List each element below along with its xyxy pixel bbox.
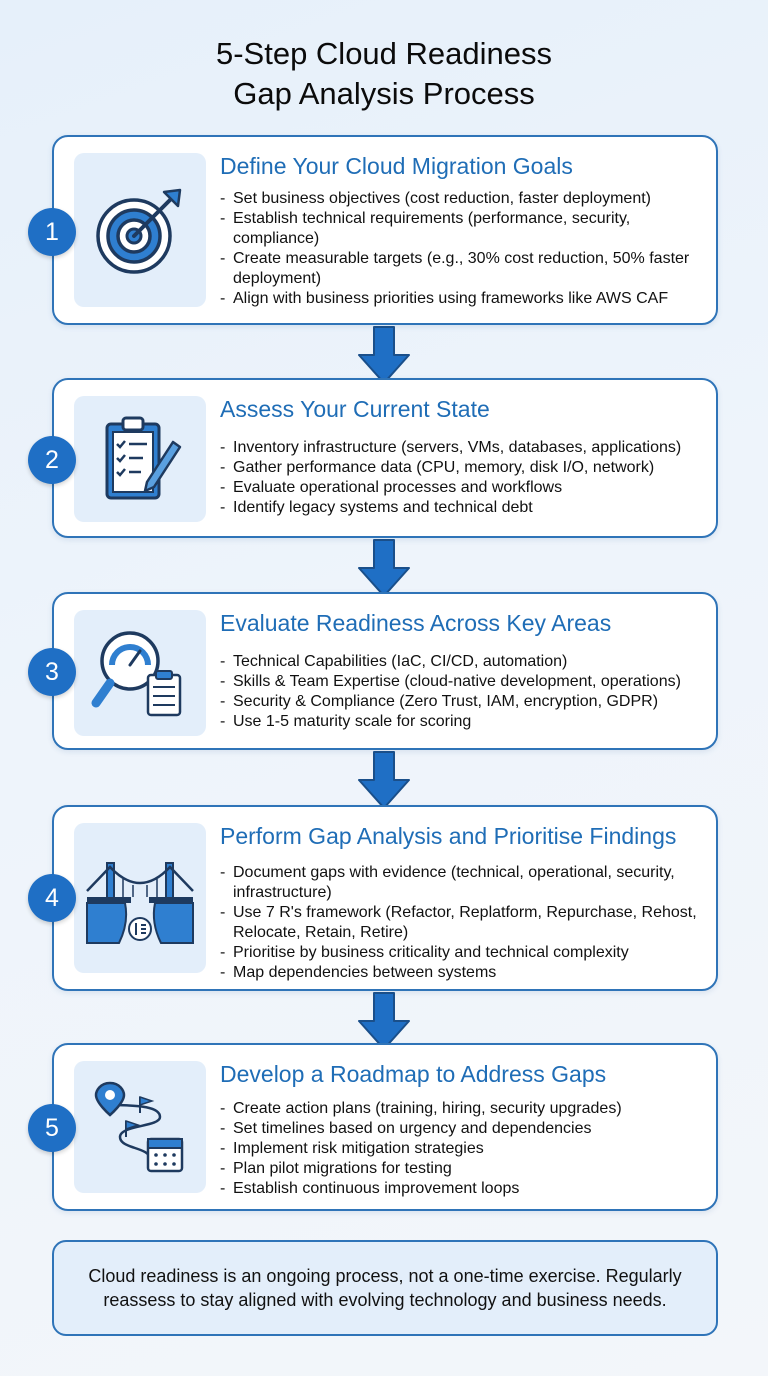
step-2-bullets: Inventory infrastructure (servers, VMs, … xyxy=(220,438,706,518)
step-3-icon-box xyxy=(74,610,206,736)
title-line-1: 5-Step Cloud Readiness xyxy=(215,36,553,71)
list-item: Gather performance data (CPU, memory, di… xyxy=(220,458,706,478)
arrow-down-icon xyxy=(358,751,410,809)
target-icon xyxy=(96,188,182,274)
list-item: Plan pilot migrations for testing xyxy=(220,1159,706,1179)
bridge-gap-icon xyxy=(86,862,194,944)
step-number-badge-5: 5 xyxy=(28,1104,76,1152)
magnifier-gauge-icon xyxy=(91,631,182,717)
step-1-icon-box xyxy=(74,153,206,307)
step-card-1: Define Your Cloud Migration Goals Set bu… xyxy=(52,135,718,325)
step-3-heading: Evaluate Readiness Across Key Areas xyxy=(220,610,612,636)
step-3-bullets: Technical Capabilities (IaC, CI/CD, auto… xyxy=(220,652,706,732)
list-item: Establish continuous improvement loops xyxy=(220,1179,706,1199)
step-number-badge-1: 1 xyxy=(28,208,76,256)
arrow-down-icon xyxy=(358,992,410,1050)
roadmap-icon xyxy=(94,1081,184,1173)
list-item: Create action plans (training, hiring, s… xyxy=(220,1099,706,1119)
list-item: Map dependencies between systems xyxy=(220,963,706,983)
step-1-heading: Define Your Cloud Migration Goals xyxy=(220,153,573,179)
list-item: Create measurable targets (e.g., 30% cos… xyxy=(220,249,706,289)
arrow-down-icon xyxy=(358,326,410,384)
step-2-icon-box xyxy=(74,396,206,522)
arrow-down-icon xyxy=(358,539,410,597)
step-card-5: Develop a Roadmap to Address Gaps Create… xyxy=(52,1043,718,1211)
list-item: Prioritise by business criticality and t… xyxy=(220,943,706,963)
step-number-badge-3: 3 xyxy=(28,648,76,696)
list-item: Set business objectives (cost reduction,… xyxy=(220,189,706,209)
footer-text: Cloud readiness is an ongoing process, n… xyxy=(88,1266,682,1310)
list-item: Inventory infrastructure (servers, VMs, … xyxy=(220,438,706,458)
step-1-bullets: Set business objectives (cost reduction,… xyxy=(220,189,706,309)
step-card-4: Perform Gap Analysis and Prioritise Find… xyxy=(52,805,718,991)
list-item: Establish technical requirements (perfor… xyxy=(220,209,706,249)
footer-note: Cloud readiness is an ongoing process, n… xyxy=(52,1240,718,1336)
page-title: 5-Step Cloud Readiness Gap Analysis Proc… xyxy=(0,34,768,114)
list-item: Use 1-5 maturity scale for scoring xyxy=(220,712,706,732)
step-4-heading: Perform Gap Analysis and Prioritise Find… xyxy=(220,823,677,849)
list-item: Implement risk mitigation strategies xyxy=(220,1139,706,1159)
list-item: Set timelines based on urgency and depen… xyxy=(220,1119,706,1139)
list-item: Technical Capabilities (IaC, CI/CD, auto… xyxy=(220,652,706,672)
step-2-heading: Assess Your Current State xyxy=(220,396,490,422)
list-item: Identify legacy systems and technical de… xyxy=(220,498,706,518)
list-item: Use 7 R's framework (Refactor, Replatfor… xyxy=(220,903,706,943)
step-5-icon-box xyxy=(74,1061,206,1193)
step-number-badge-2: 2 xyxy=(28,436,76,484)
title-line-2: Gap Analysis Process xyxy=(233,76,535,111)
step-number-badge-4: 4 xyxy=(28,874,76,922)
list-item: Skills & Team Expertise (cloud-native de… xyxy=(220,672,706,692)
step-4-icon-box xyxy=(74,823,206,973)
step-5-heading: Develop a Roadmap to Address Gaps xyxy=(220,1061,607,1087)
list-item: Evaluate operational processes and workf… xyxy=(220,478,706,498)
step-card-3: Evaluate Readiness Across Key Areas Tech… xyxy=(52,592,718,750)
list-item: Align with business priorities using fra… xyxy=(220,289,706,309)
step-card-2: Assess Your Current State Inventory infr… xyxy=(52,378,718,538)
step-4-bullets: Document gaps with evidence (technical, … xyxy=(220,863,706,983)
list-item: Security & Compliance (Zero Trust, IAM, … xyxy=(220,692,706,712)
list-item: Document gaps with evidence (technical, … xyxy=(220,863,706,903)
step-5-bullets: Create action plans (training, hiring, s… xyxy=(220,1099,706,1199)
clipboard-checklist-icon xyxy=(105,416,182,500)
